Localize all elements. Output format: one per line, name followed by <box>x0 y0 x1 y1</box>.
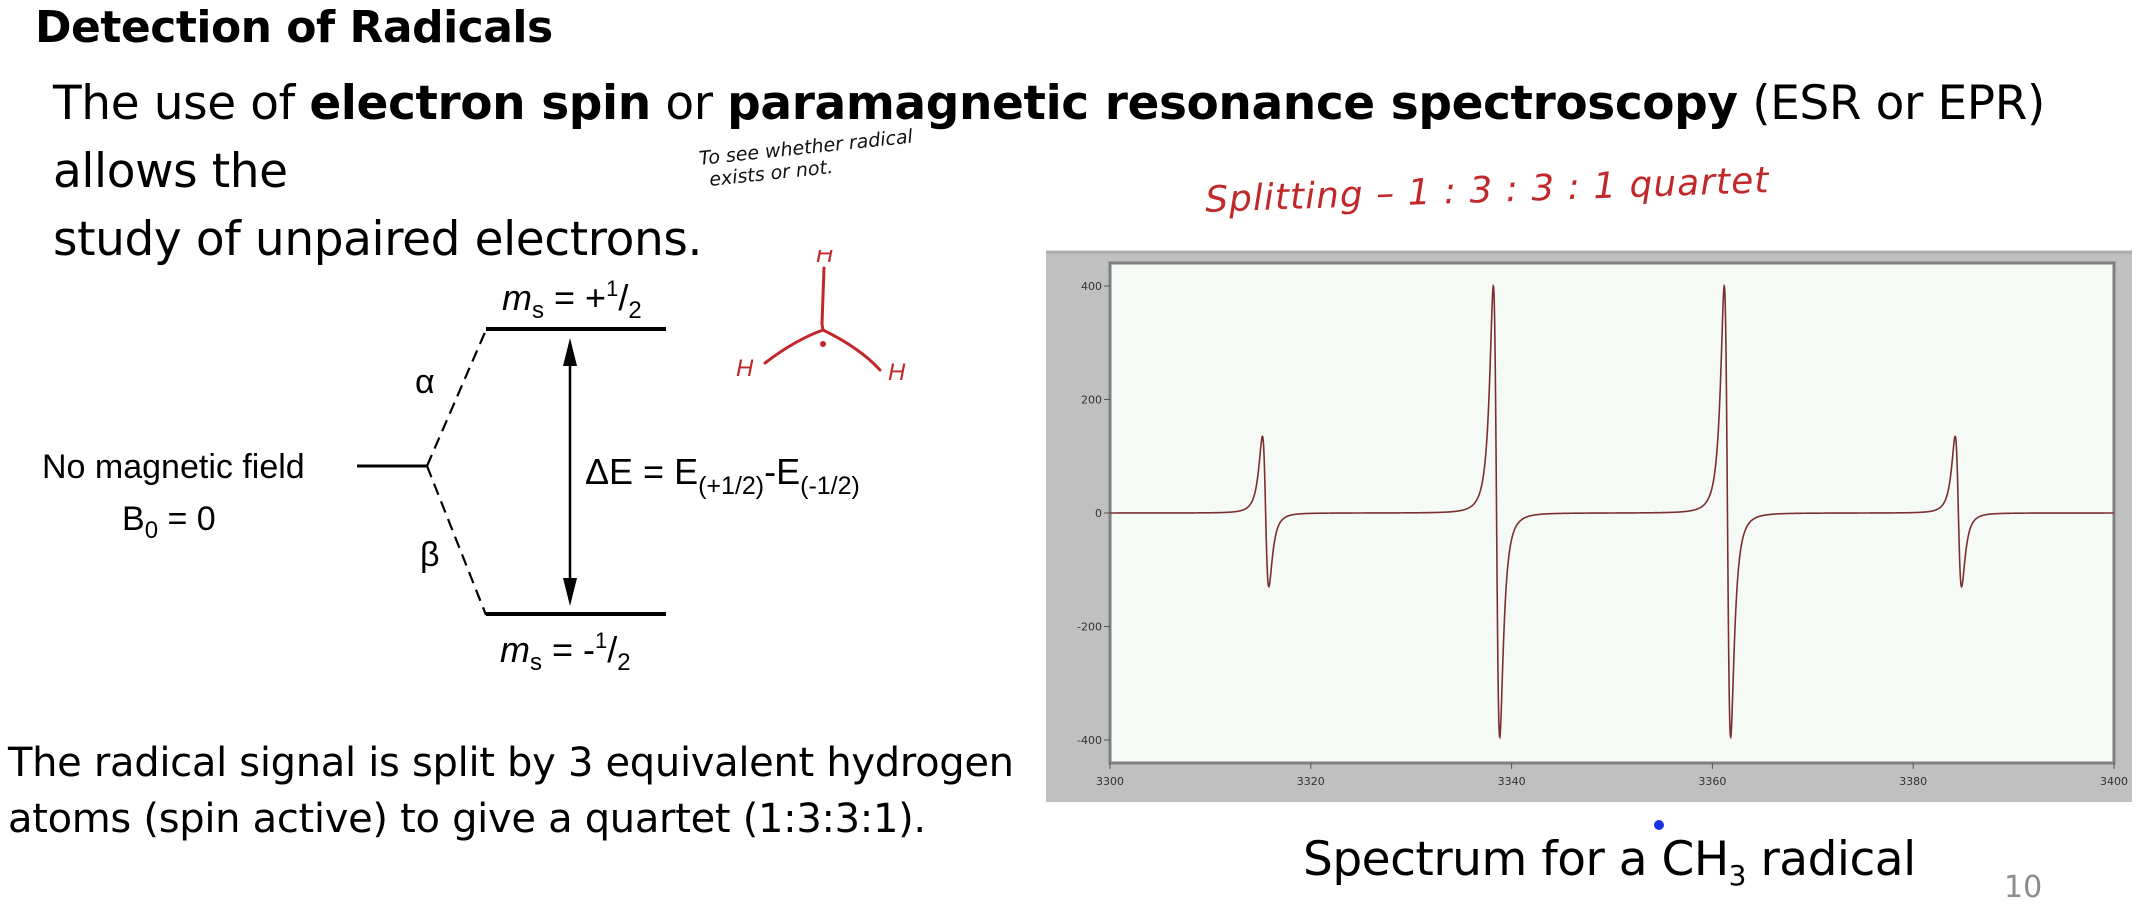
quartet-explanation: The radical signal is split by 3 equival… <box>8 735 1028 847</box>
term-electron-spin: electron spin <box>309 76 651 131</box>
radical-dot-icon <box>1654 820 1664 830</box>
upper-level-label: ms = +1/2 <box>502 276 642 324</box>
beta-label: β <box>420 536 440 574</box>
y-tick-label: -200 <box>1077 621 1102 634</box>
x-tick-label: 3320 <box>1297 775 1325 788</box>
explanation-line2: atoms (spin active) to give a quartet (1… <box>8 796 926 842</box>
y-tick-label: 0 <box>1095 507 1102 520</box>
alpha-split-line <box>425 329 488 467</box>
spectrum-trace <box>1110 283 2114 740</box>
atom-h-left: H <box>736 355 754 382</box>
atom-h-right: H <box>888 359 906 386</box>
y-tick-label: -400 <box>1077 734 1102 747</box>
y-tick-label: 400 <box>1081 280 1102 293</box>
x-tick-label: 3380 <box>1899 775 1927 788</box>
page-number: 10 <box>2004 870 2043 905</box>
y-tick-label: 200 <box>1081 394 1102 407</box>
explanation-line1: The radical signal is split by 3 equival… <box>8 740 1014 786</box>
esr-spectrum-chart: 400 200 0 -200 -400 3300 3320 3340 3360 3380 3400 <box>1046 250 2132 802</box>
atom-h-top: H <box>816 250 834 268</box>
intro-text-line2: study of unpaired electrons. <box>53 212 703 267</box>
intro-paragraph: The use of electron spin or paramagnetic… <box>53 70 2103 274</box>
x-axis: 3300 3320 3340 3360 3380 3400 <box>1096 763 2128 788</box>
term-paramagnetic-resonance: paramagnetic resonance spectroscopy <box>727 76 1738 131</box>
spectrum-plot: 400 200 0 -200 -400 3300 3320 3340 3360 3380 3400 <box>1077 261 2128 788</box>
slide-title: Detection of Radicals <box>35 2 553 53</box>
intro-text: or <box>650 76 728 131</box>
energy-level-diagram: ms = +1/2 ms = -1/2 α β No magnetic fiel… <box>42 250 906 676</box>
y-axis: 400 200 0 -200 -400 <box>1077 280 1110 747</box>
beta-split-line <box>425 465 488 616</box>
x-tick-label: 3360 <box>1698 775 1726 788</box>
no-field-label: No magnetic field <box>42 448 305 486</box>
radical-dot-icon <box>820 341 826 347</box>
arrow-head-up-icon <box>563 338 577 366</box>
spectrum-caption: Spectrum for a CH3 radical <box>1303 832 1916 892</box>
b0-label: B0 = 0 <box>122 500 216 544</box>
lower-level-label: ms = -1/2 <box>500 628 631 676</box>
species-formula: CH <box>1661 832 1730 887</box>
x-tick-label: 3300 <box>1096 775 1124 788</box>
x-tick-label: 3340 <box>1498 775 1526 788</box>
intro-text: (ESR or EPR) allows the <box>53 76 2045 199</box>
delta-e-equation: ΔE = E(+1/2)-E(-1/2) <box>585 451 860 500</box>
intro-text: The use of <box>53 76 310 131</box>
arrow-head-down-icon <box>563 578 577 606</box>
methyl-radical-sketch <box>763 266 882 372</box>
alpha-label: α <box>415 363 435 401</box>
x-tick-label: 3400 <box>2100 775 2128 788</box>
